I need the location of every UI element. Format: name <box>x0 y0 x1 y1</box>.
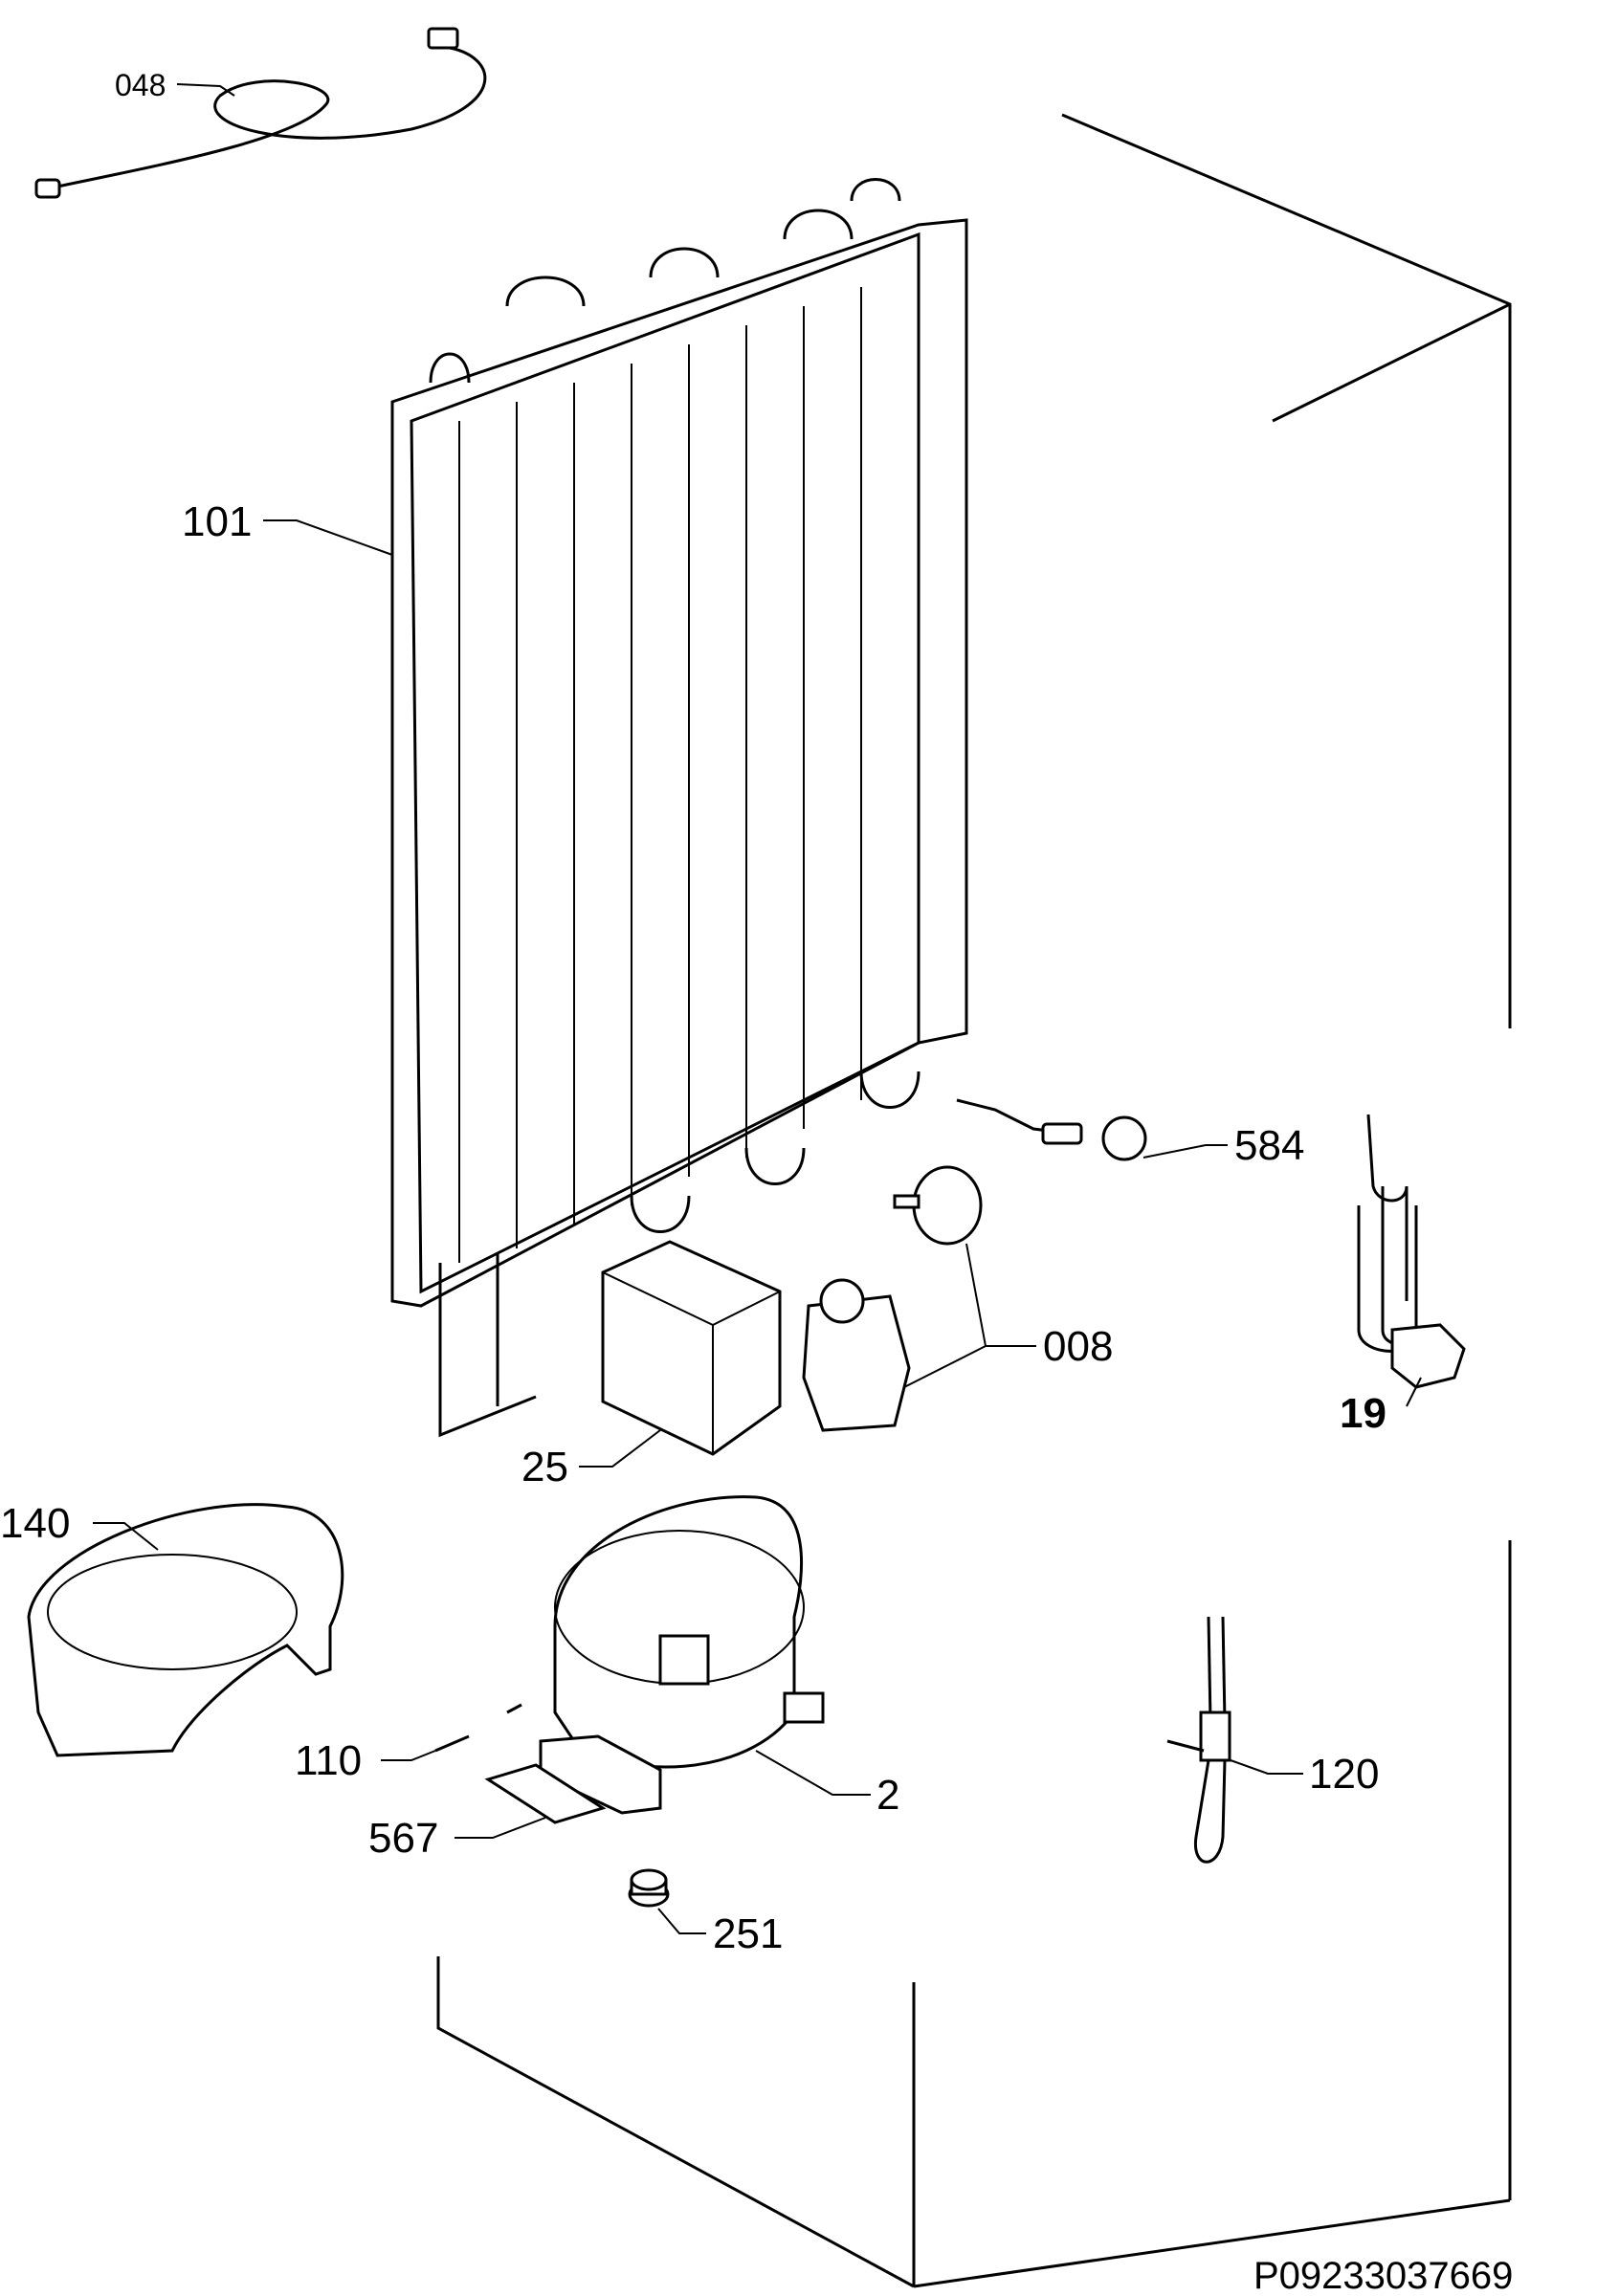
callout-25: 25 <box>521 1444 568 1490</box>
compressor-part <box>539 1495 825 1815</box>
grommet-part <box>628 1868 670 1908</box>
callout-008: 008 <box>1043 1323 1113 1370</box>
callout-048: 048 <box>115 68 166 102</box>
callout-251: 251 <box>713 1910 783 1957</box>
reference-code: P09233037669 <box>1253 2255 1513 2296</box>
condenser-part <box>390 178 968 1438</box>
relay-box-part <box>601 1240 782 1456</box>
pin-part <box>434 1703 522 1753</box>
drip-tray-part <box>27 1503 344 1757</box>
sensor-cable-part <box>34 27 487 199</box>
callout-101: 101 <box>182 498 252 545</box>
callout-567: 567 <box>368 1815 438 1862</box>
callout-120: 120 <box>1309 1751 1379 1798</box>
callout-140: 140 <box>0 1500 70 1547</box>
connector-lead-part <box>956 1098 1147 1161</box>
callout-584: 584 <box>1234 1122 1304 1169</box>
cabinet-outline <box>436 113 1512 2288</box>
leader-lines <box>93 83 1422 1934</box>
callout-110: 110 <box>295 1737 362 1784</box>
power-cable-part <box>1357 1114 1466 1389</box>
callout-19: 19 <box>1340 1390 1386 1437</box>
starter-relay-part <box>802 1165 983 1432</box>
mounting-plate-part <box>484 1763 607 1824</box>
thermal-fuse-part <box>1166 1616 1231 1864</box>
callout-2: 2 <box>876 1772 899 1819</box>
